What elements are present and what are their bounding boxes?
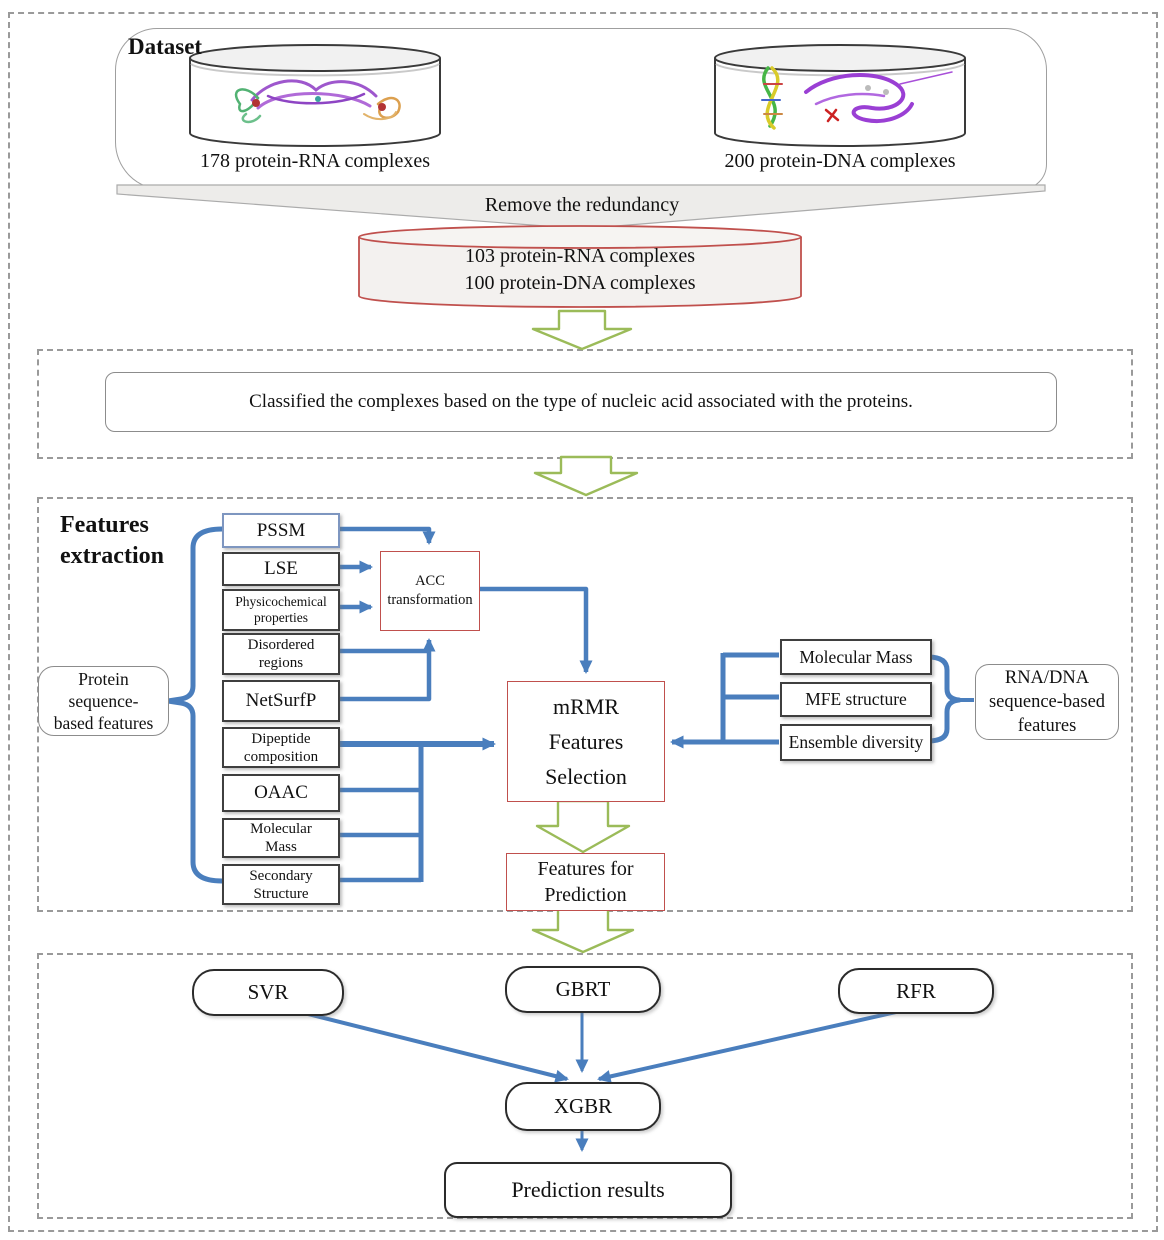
disordered-regions-box: Disordered regions — [222, 633, 340, 675]
molecular-mass-right-box: Molecular Mass — [780, 639, 932, 675]
rnadna-group-brace — [927, 654, 962, 744]
molecular-mass-left-box: Molecular Mass — [222, 818, 340, 858]
gbrt-model: GBRT — [505, 966, 661, 1013]
classification-box: Classified the complexes based on the ty… — [105, 372, 1057, 432]
features-section-title: Features extraction — [60, 512, 164, 569]
protein-dna-illustration — [761, 66, 953, 130]
physicochemical-box: Physicochemical properties — [222, 589, 340, 631]
rnadna-sequence-group: RNA/DNA sequence-based features — [975, 664, 1119, 740]
svr-model: SVR — [192, 969, 344, 1016]
filtered-line-2: 100 protein-DNA complexes — [464, 272, 696, 294]
lse-box: LSE — [222, 552, 340, 586]
features-for-prediction-box: Features for Prediction — [506, 853, 665, 911]
pssm-box: PSSM — [222, 513, 340, 548]
funnel-label: Remove the redundancy — [484, 194, 680, 216]
green-arrow-1 — [531, 309, 633, 351]
filtered-dataset-cylinder — [358, 225, 802, 308]
green-arrow-3 — [535, 799, 631, 854]
dataset-section-title: Dataset — [128, 34, 203, 59]
ensemble-diversity-box: Ensemble diversity — [780, 724, 932, 761]
prediction-results-box: Prediction results — [444, 1162, 732, 1218]
filtered-line-1: 103 protein-RNA complexes — [465, 245, 695, 267]
green-flow-arrows — [531, 309, 639, 954]
secondary-structure-box: Secondary Structure — [222, 864, 340, 905]
xgbr-model: XGBR — [505, 1082, 661, 1131]
protein-rna-illustration — [234, 79, 401, 124]
acc-transformation-box: ACC transformation — [380, 551, 480, 631]
green-arrow-4 — [531, 907, 635, 954]
classification-text: Classified the complexes based on the ty… — [249, 391, 913, 412]
protein-group-brace — [165, 526, 223, 884]
dipeptide-box: Dipeptide composition — [222, 727, 340, 768]
netsurfp-box: NetSurfP — [222, 680, 340, 722]
protein-sequence-group: Protein sequence- based features — [38, 666, 169, 736]
rna-database-cylinder — [189, 44, 441, 147]
mfe-structure-box: MFE structure — [780, 682, 932, 717]
outer-dashed-border — [8, 12, 1158, 1232]
models-section-border — [37, 953, 1133, 1219]
filtered-dataset-label: 103 protein-RNA complexes 100 protein-DN… — [380, 243, 780, 297]
mrmr-selection-box: mRMR Features Selection — [507, 681, 665, 802]
oaac-box: OAAC — [222, 774, 340, 812]
green-arrow-2 — [533, 455, 639, 497]
dna-source-label: 200 protein-DNA complexes — [724, 150, 956, 172]
rfr-model: RFR — [838, 968, 994, 1014]
rna-source-label: 178 protein-RNA complexes — [200, 150, 430, 172]
